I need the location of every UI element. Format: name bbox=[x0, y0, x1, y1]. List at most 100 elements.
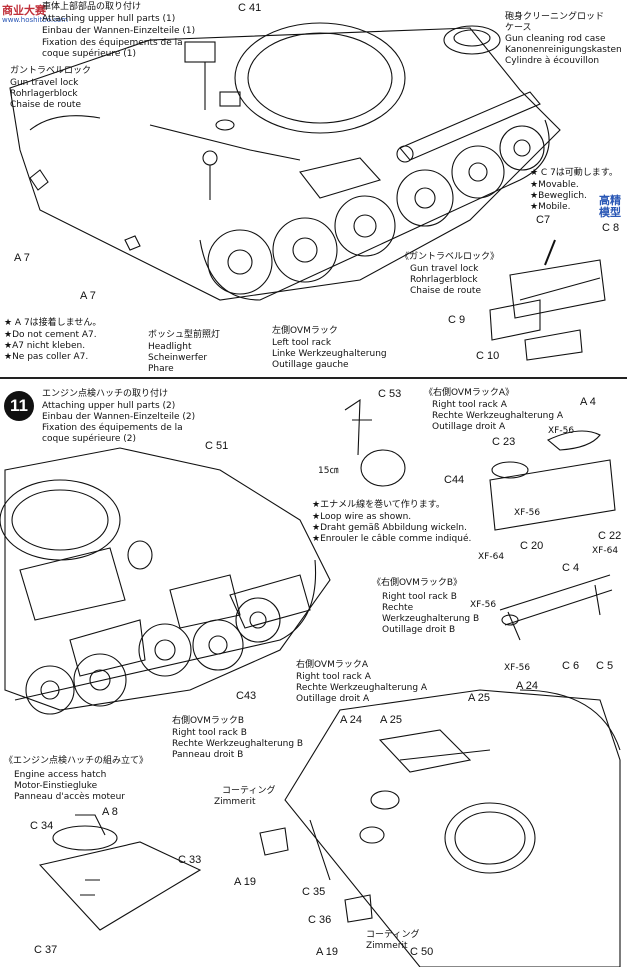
left-rack-de: Linke Werkzeughalterung bbox=[272, 349, 387, 359]
watermark-side: 高精模型 bbox=[599, 194, 621, 219]
step10-hull-outline bbox=[9, 27, 561, 301]
part-a25-second: A 25 bbox=[468, 692, 491, 704]
hatch-title-jp: 《エンジン点検ハッチの組み立て》 bbox=[4, 756, 149, 766]
part-a24-first: A 24 bbox=[340, 714, 363, 726]
headlight-fr: Phare bbox=[148, 364, 174, 374]
step11-hull-outline bbox=[4, 447, 331, 711]
step-divider bbox=[0, 377, 627, 379]
step10-hatch bbox=[443, 25, 501, 55]
a7-note-de: ★A7 nicht kleben. bbox=[4, 341, 86, 351]
part-c8: C 8 bbox=[602, 222, 620, 234]
rackA-main-de: Rechte Werkzeughalterung A bbox=[296, 683, 428, 693]
watermark-logo: 商业大赛 bbox=[2, 4, 46, 17]
part-c34: C 34 bbox=[30, 820, 54, 832]
gun-lock-label-de: Rohrlagerblock bbox=[10, 89, 78, 99]
step10-cleaning-rod-case bbox=[399, 91, 541, 161]
part-c51: C 51 bbox=[205, 440, 229, 452]
hatch-title-fr: Panneau d'accès moteur bbox=[14, 792, 125, 802]
c7-note-jp: ★ C 7は可動します。 bbox=[530, 168, 618, 178]
rackB-title-de2: Werkzeughalterung B bbox=[382, 614, 480, 624]
rackB-title-de: Rechte bbox=[382, 603, 414, 613]
paint-xf56-d: XF-56 bbox=[504, 663, 531, 673]
a7-note-fr: ★Ne pas coller A7. bbox=[4, 352, 89, 362]
step11-title-fr: Fixation des équipements de la bbox=[42, 423, 183, 433]
rear-turret-ring bbox=[444, 802, 536, 874]
part-c10: C 10 bbox=[476, 350, 500, 362]
inset-title-de: Rohrlagerblock bbox=[410, 275, 478, 285]
paint-xf64-b: XF-64 bbox=[592, 546, 619, 556]
zimmerit2-jp: コーティング bbox=[366, 930, 420, 940]
paint-xf56-c: XF-56 bbox=[470, 600, 497, 610]
rackA-main-fr: Outillage droit A bbox=[296, 694, 370, 704]
part-a7-second: A 7 bbox=[80, 290, 96, 302]
part-c50: C 50 bbox=[410, 946, 434, 958]
headlight-en: Headlight bbox=[148, 342, 192, 352]
part-c36: C 36 bbox=[308, 914, 332, 926]
gun-lock-label-en: Gun travel lock bbox=[10, 78, 79, 88]
step10-title-jp: 車体上部部品の取り付け bbox=[42, 2, 142, 12]
step10-title-en: Attaching upper hull parts (1) bbox=[42, 14, 176, 24]
road-wheel bbox=[207, 229, 273, 295]
rackB-title-jp: 《右側OVMラックB》 bbox=[372, 578, 463, 588]
part-c23: C 23 bbox=[492, 436, 516, 448]
step-number-11: 11 bbox=[4, 391, 34, 421]
step10-title-de: Einbau der Wannen-Einzelteile (1) bbox=[42, 26, 196, 36]
part-c41: C 41 bbox=[238, 2, 262, 14]
left-rack-fr: Outillage gauche bbox=[272, 360, 349, 370]
hatch-title-de: Motor-Einstiegluke bbox=[14, 781, 98, 791]
rackA-title-fr: Outillage droit A bbox=[432, 422, 506, 432]
step10-turret-ring bbox=[234, 22, 406, 134]
dimension-15mm: 15㎝ bbox=[318, 466, 339, 476]
rackB-main-jp: 右側OVMラックB bbox=[172, 716, 245, 726]
gun-lock-label-fr: Chaise de route bbox=[10, 100, 81, 110]
c7-note-de: ★Beweglich. bbox=[530, 191, 587, 201]
step10-title-fr: Fixation des équipements de la bbox=[42, 38, 183, 48]
part-a19-first: A 19 bbox=[234, 876, 257, 888]
paint-xf56-a: XF-56 bbox=[548, 426, 575, 436]
headlight-jp: ボッシュ型前照灯 bbox=[148, 330, 221, 340]
step11-title-de: Einbau der Wannen-Einzelteile (2) bbox=[42, 412, 196, 422]
zimmerit2-en: Zimmerit bbox=[366, 941, 408, 951]
step10-title-fr2: coque supérieure (1) bbox=[42, 49, 137, 59]
a7-note-en: ★Do not cement A7. bbox=[4, 330, 97, 340]
part-a24-second: A 24 bbox=[516, 680, 539, 692]
part-c4: C 4 bbox=[562, 562, 580, 574]
rackA-title-jp: 《右側OVMラックA》 bbox=[424, 388, 515, 398]
part-c20: C 20 bbox=[520, 540, 544, 552]
gun-lock-label-jp: ガントラベルロック bbox=[10, 66, 92, 76]
step11-title-jp: エンジン点検ハッチの取り付け bbox=[42, 389, 169, 399]
cleaning-rod-en: Gun cleaning rod case bbox=[505, 34, 606, 44]
headlight-de: Scheinwerfer bbox=[148, 353, 208, 363]
engine-hatch-cover bbox=[52, 825, 118, 851]
cleaning-rod-jp2: ケース bbox=[505, 23, 532, 33]
part-c33: C 33 bbox=[178, 854, 202, 866]
part-a7-first: A 7 bbox=[14, 252, 30, 264]
part-a25-first: A 25 bbox=[380, 714, 403, 726]
part-c6: C 6 bbox=[562, 660, 580, 672]
step11-engine-deck bbox=[169, 574, 241, 629]
c7-note-fr: ★Mobile. bbox=[530, 202, 571, 212]
rackB-title-en: Right tool rack B bbox=[382, 592, 457, 602]
c7-note-en: ★Movable. bbox=[530, 180, 579, 190]
cleaning-rod-jp1: 砲身クリーニングロッド bbox=[505, 12, 605, 22]
inset-title-jp: 《ガントラベルロック》 bbox=[400, 252, 500, 262]
part-c7: C7 bbox=[536, 214, 551, 226]
rear-hull bbox=[284, 689, 621, 967]
tool-rack-b bbox=[499, 574, 613, 626]
part-c5: C 5 bbox=[596, 660, 614, 672]
wire-note-en: ★Loop wire as shown. bbox=[312, 512, 412, 522]
step11-title-fr2: coque supérieure (2) bbox=[42, 434, 137, 444]
engine-hatch-plate bbox=[38, 841, 202, 931]
rackA-title-de: Rechte Werkzeughalterung A bbox=[432, 411, 564, 421]
paint-xf56-b: XF-56 bbox=[514, 508, 541, 518]
wire-loop bbox=[360, 449, 406, 487]
rackB-main-fr: Panneau droit B bbox=[172, 750, 244, 760]
wire-note-de: ★Draht gemäß Abbildung wickeln. bbox=[312, 523, 467, 533]
tool-rack-a bbox=[489, 459, 616, 531]
left-rack-en: Left tool rack bbox=[272, 338, 332, 348]
gun-lock-bracket bbox=[509, 259, 606, 319]
part-a19-second: A 19 bbox=[316, 946, 339, 958]
step11-title-en: Attaching upper hull parts (2) bbox=[42, 401, 176, 411]
part-c35: C 35 bbox=[302, 886, 326, 898]
track bbox=[199, 119, 550, 301]
